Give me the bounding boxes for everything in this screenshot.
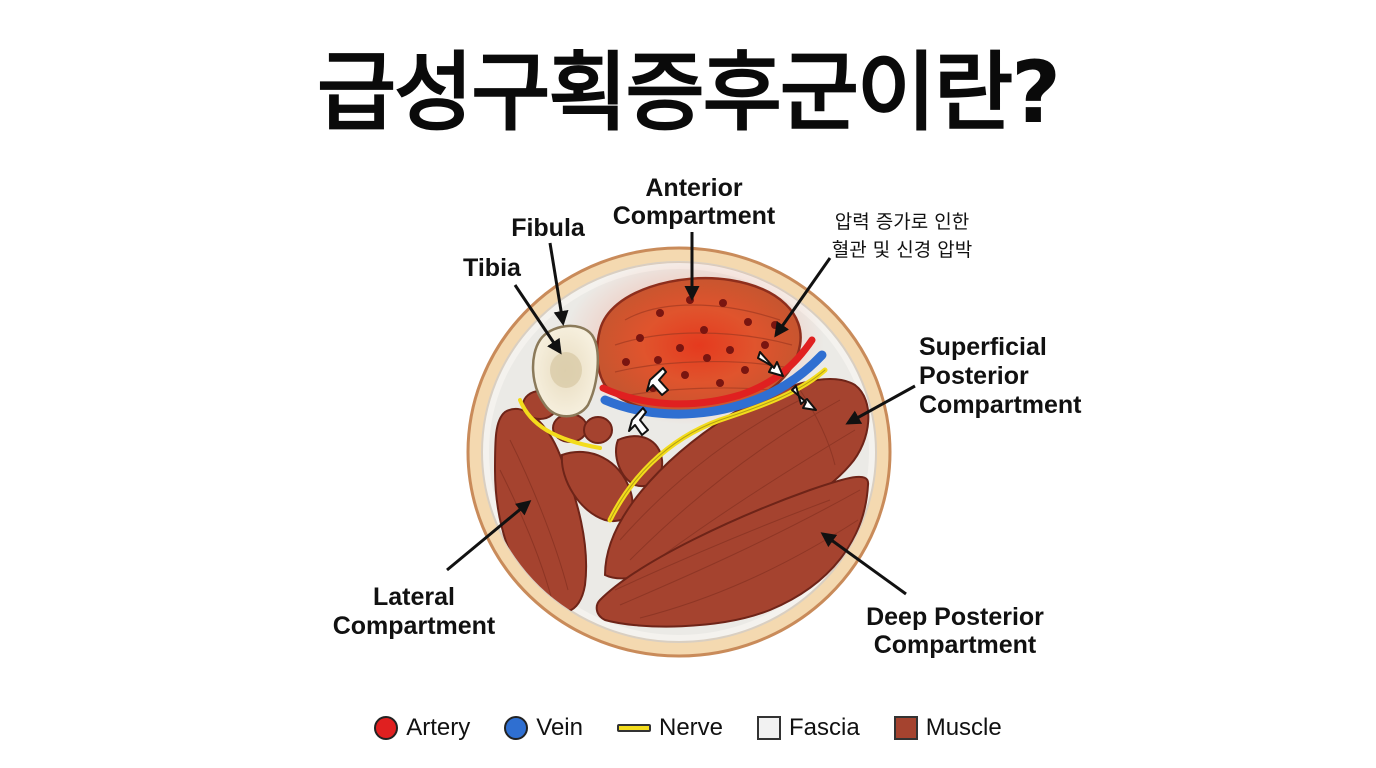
anterior-compartment [595,276,802,415]
label-anterior-line1: Anterior [645,174,743,202]
page-title: 급성구획증후군이란? [317,43,1061,143]
label-superficial-line3: Compartment [919,391,1082,419]
label-tibia: Tibia [463,254,522,282]
muscle-swatch-icon [893,716,918,740]
label-superficial-line2: Posterior [919,362,1029,390]
legend-label-fascia: Fascia [789,714,860,741]
legend-label-muscle: Muscle [925,714,1002,741]
neurovascular-bundle [518,336,828,523]
lateral-compartment [493,407,588,613]
legend-label-artery: Artery [406,714,471,741]
label-superficial-line1: Superficial [919,333,1047,361]
legend-label-vein: Vein [536,714,583,741]
label-fibula: Fibula [511,214,586,242]
legend-item-fascia: Fascia [757,714,860,742]
fascia-swatch-icon [757,716,782,740]
legend-item-artery: Artery [374,714,470,742]
nerve-swatch-icon [616,724,651,732]
label-lateral-line1: Lateral [373,583,455,611]
label-lateral-line2: Compartment [333,612,496,640]
label-deep-line1: Deep Posterior [866,603,1044,631]
legend-item-nerve: Nerve [616,714,724,742]
label-pressure-line2: 혈관 및 신경 압박 [832,239,972,261]
legend-item-muscle: Muscle [893,714,1002,742]
deep-posterior-compartment [595,475,870,628]
artery-swatch-icon [374,716,399,740]
vein-swatch-icon [504,716,529,740]
legend: Artery Vein Nerve Fascia Muscle [0,708,1376,748]
legend-label-nerve: Nerve [658,714,724,741]
label-deep-line2: Compartment [874,631,1037,659]
label-anterior-line2: Compartment [613,202,776,230]
compression-arrows [628,351,817,436]
label-pressure-line1: 압력 증가로 인한 [835,211,969,233]
legend-item-vein: Vein [504,714,583,742]
